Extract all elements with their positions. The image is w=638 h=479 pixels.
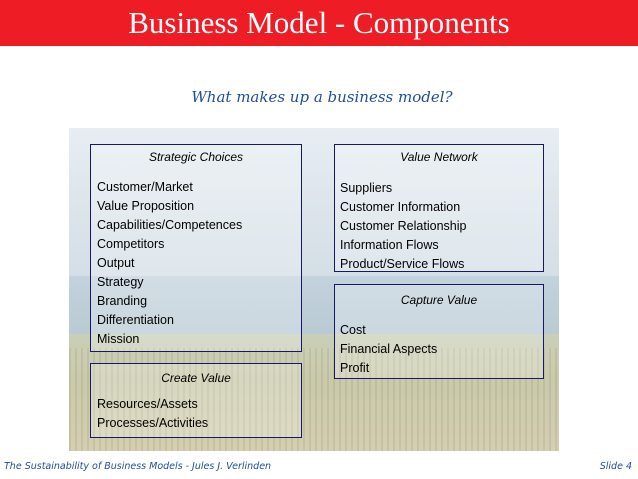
strategic-choices-box: Strategic Choices Customer/Market Value … [90,144,302,352]
list-item: Resources/Assets [97,397,198,411]
value-network-title: Value Network [400,150,478,164]
list-item: Value Proposition [97,199,195,213]
value-network-list: Suppliers Customer Information Customer … [340,179,543,274]
photo-sky [69,128,559,278]
title-bar [0,0,638,46]
capture-value-list: Cost Financial Aspects Profit [340,321,543,378]
list-item: Information Flows [340,238,439,252]
list-item: Suppliers [340,181,393,195]
background-photo [69,128,559,451]
list-item: Cost [340,323,366,337]
slide-title: Business Model - Components [128,5,510,40]
list-item: Processes/Activities [97,416,209,430]
capture-value-title: Capture Value [400,293,478,307]
list-item: Competitors [97,237,165,251]
create-value-list: Resources/Assets Processes/Activities [97,395,301,433]
list-item: Profit [340,361,370,375]
slide-subtitle: What makes up a business model? [0,87,638,107]
value-network-box: Value Network Suppliers Customer Informa… [334,144,544,272]
capture-value-box: Capture Value Cost Financial Aspects Pro… [334,284,544,379]
subtitle-text: What makes up a business model? [191,88,453,106]
list-item: Strategy [97,275,144,289]
photo-land [69,334,559,451]
list-item: Financial Aspects [340,342,438,356]
strategic-choices-list: Customer/Market Value Proposition Capabi… [97,178,301,349]
list-item: Mission [97,332,140,346]
list-item: Output [97,256,135,270]
list-item: Capabilities/Competences [97,218,243,232]
list-item: Differentiation [97,313,174,327]
photo-grass [69,348,559,451]
list-item: Customer Relationship [340,219,467,233]
list-item: Customer/Market [97,180,193,194]
create-value-box: Create Value Resources/Assets Processes/… [90,363,302,438]
photo-sea [69,276,559,336]
list-item: Branding [97,294,148,308]
strategic-choices-title: Strategic Choices [148,150,244,164]
list-item: Product/Service Flows [340,257,465,271]
create-value-title: Create Value [161,371,231,385]
slide-number: Slide 4 [599,461,632,472]
list-item: Customer Information [340,200,461,214]
footer-credit: The Sustainability of Business Models - … [4,461,272,472]
